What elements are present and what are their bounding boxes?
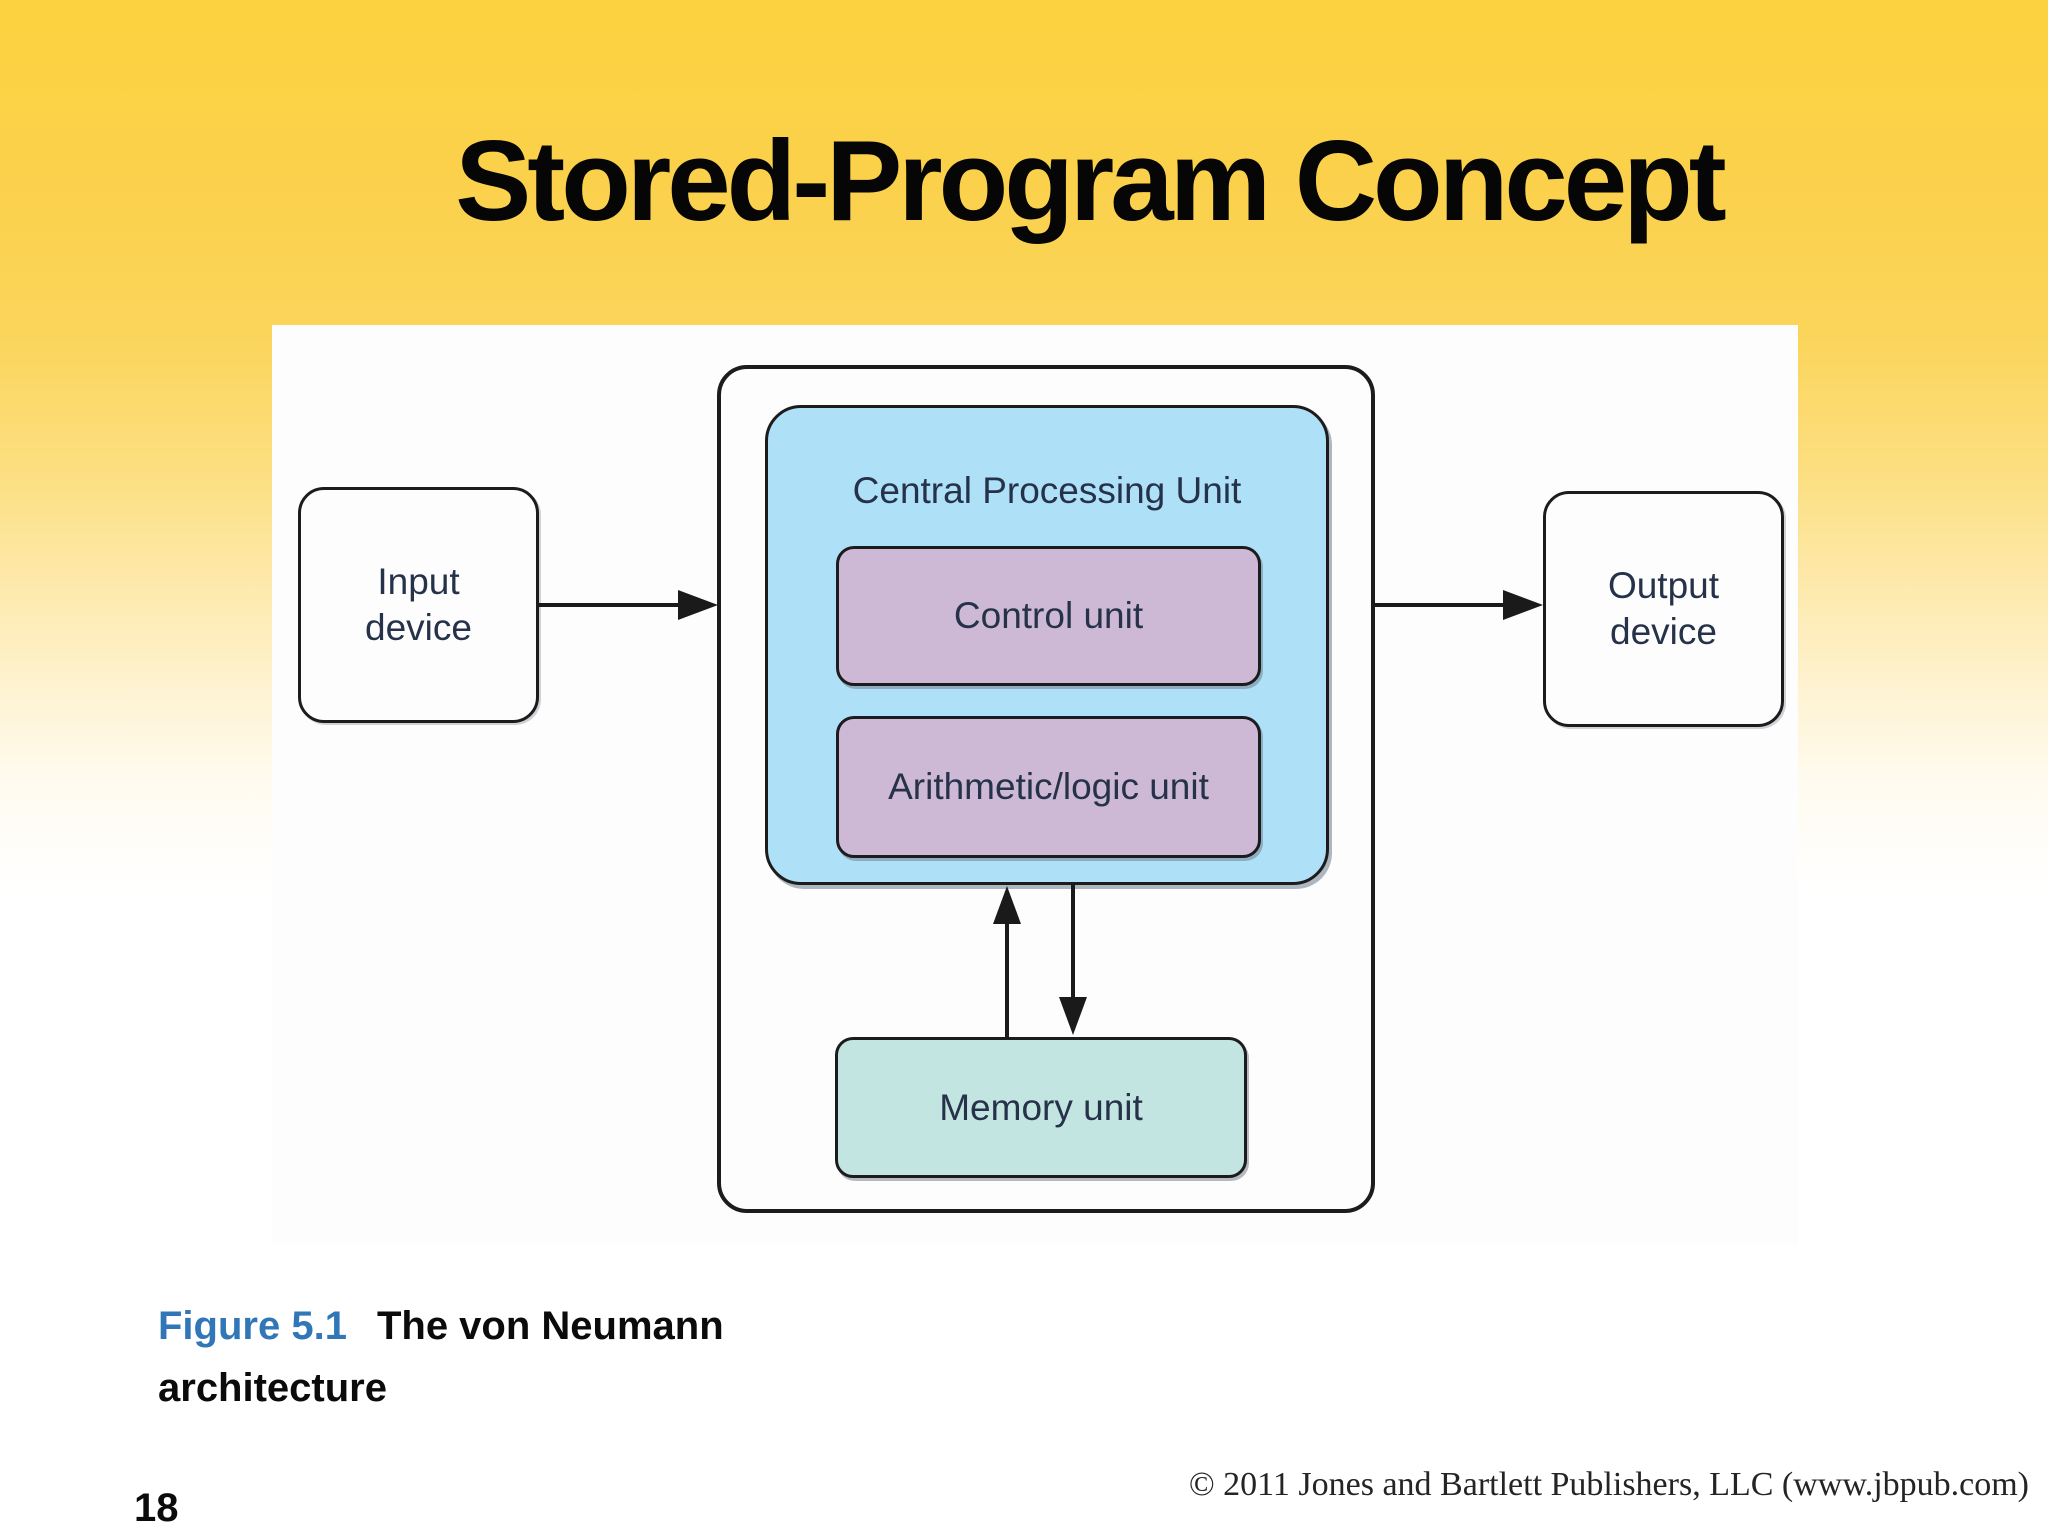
cpu-block: Central Processing Unit Control unit Ari…	[765, 405, 1329, 885]
control-unit-label: Control unit	[953, 595, 1144, 636]
input-device-label-line1: Input	[377, 560, 460, 602]
input-device-label-line2: device	[365, 607, 472, 648]
memory-unit-box: Memory unit	[835, 1037, 1247, 1178]
arrow-line	[539, 603, 680, 607]
output-device-label-line2: device	[1610, 611, 1717, 652]
figure-caption: Figure 5.1 The von Neumann architecture	[158, 1295, 724, 1419]
copyright-text: © 2011 Jones and Bartlett Publishers, LL…	[1188, 1466, 2029, 1503]
memory-unit-label: Memory unit	[939, 1086, 1143, 1128]
arrowhead-right-icon	[678, 590, 718, 620]
arrow-line	[1071, 885, 1075, 999]
figure-caption-line2: architecture	[158, 1366, 387, 1410]
page-title: Stored-Program Concept	[455, 118, 1726, 245]
arrow-line	[1005, 922, 1009, 1038]
arrowhead-right-icon	[1503, 590, 1543, 620]
arrow-line	[1375, 603, 1505, 607]
arithmetic-logic-unit-label: Arithmetic/logic unit	[888, 766, 1209, 807]
control-unit-box: Control unit	[836, 546, 1261, 686]
arrowhead-down-icon	[1059, 997, 1087, 1035]
figure-title-text: The von Neumann	[376, 1304, 724, 1348]
page-number: 18	[134, 1486, 179, 1530]
cpu-label: Central Processing Unit	[852, 470, 1242, 511]
figure-caption-line1: Figure 5.1 The von Neumann	[158, 1295, 724, 1357]
arithmetic-logic-unit-box: Arithmetic/logic unit	[836, 716, 1261, 858]
arrowhead-up-icon	[993, 886, 1021, 924]
figure-number-label: Figure 5.1	[158, 1304, 347, 1348]
input-device-box: Input device	[298, 487, 539, 723]
output-device-label-line1: Output	[1607, 564, 1720, 606]
output-device-box: Output device	[1543, 491, 1784, 727]
